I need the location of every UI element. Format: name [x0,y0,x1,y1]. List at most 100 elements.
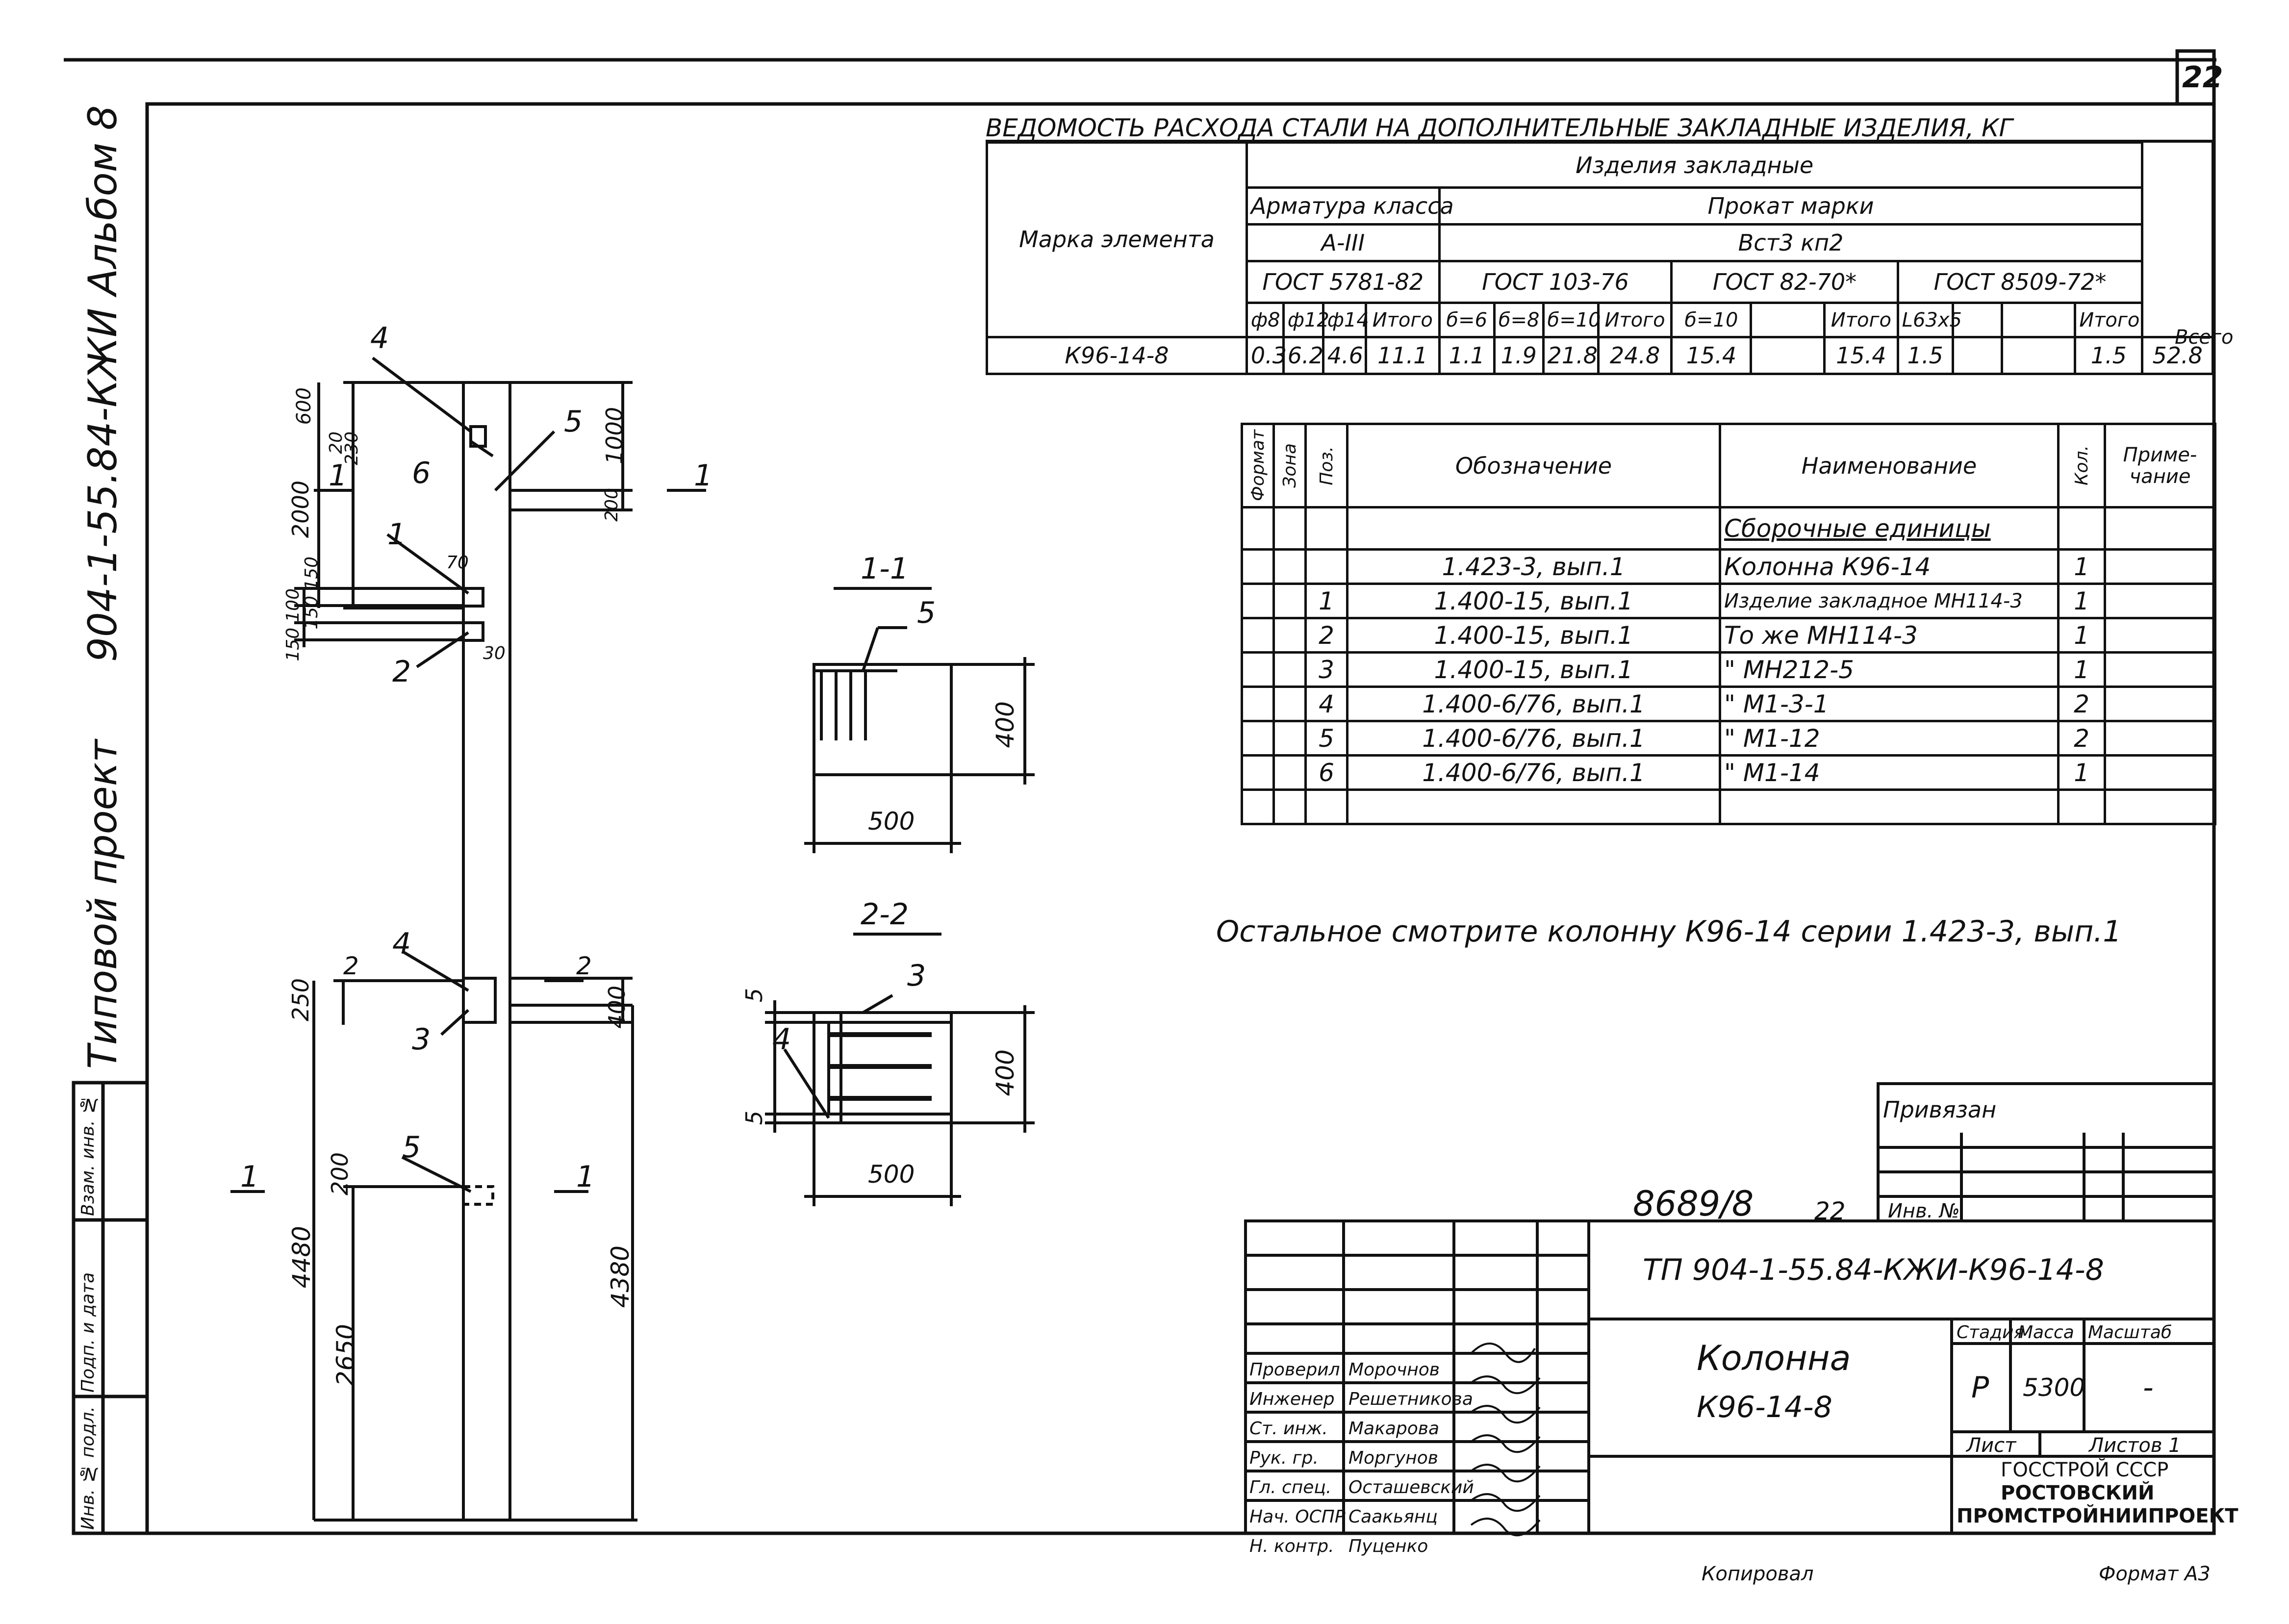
section-2-height: 400 [991,1049,1019,1096]
spec-name: " М1-3-1 [1719,685,2060,722]
spec-qty: 1 [2057,583,2106,619]
col-h: б=8 [1493,302,1545,338]
section-mark: 2 [576,952,592,980]
col-h: L63х5 [1896,302,1962,338]
dim: 150 [302,557,322,590]
spec-name: Колонна К96-14 [1719,548,2060,585]
dim: 150 [302,596,322,630]
section-1-title: 1-1 [861,552,909,586]
pos-label: 4 [392,927,411,961]
col-h [1750,302,1826,338]
pos-label: 4 [370,321,389,355]
inv-no-label: Инв. № [1888,1200,1960,1222]
side-title: Типовой проект [80,739,126,1069]
hdr-zone: Зона [1279,443,1300,488]
spec-designation: 1.400-15, вып.1 [1346,617,1721,654]
spec-designation: 1.400-15, вып.1 [1346,583,1721,619]
dim: 600 [293,387,315,425]
pos-label: 2 [392,655,411,689]
dim: 70 [446,553,469,573]
col-h: б=6 [1438,302,1496,338]
spec-table: Формат Зона Поз. Обозначение Наименовани… [1241,423,2216,825]
sheets-label: Листов 1 [2089,1434,2181,1457]
copied-label: Копировал [1702,1563,1814,1585]
spec-pos: 3 [1304,651,1348,688]
section-1-pos: 5 [917,596,936,630]
dim: 400 [604,986,630,1029]
hdr-format: Формат [1247,430,1268,502]
org-line-3: ПРОМСТРОЙНИИПРОЕКТ [1957,1505,2238,1527]
spec-name: " М1-14 [1719,754,2060,791]
role: Проверил [1249,1360,1340,1380]
dim: 4480 [287,1226,316,1289]
spec-designation: 1.400-6/76, вып.1 [1346,685,1721,722]
spec-pos [1304,548,1348,585]
dim: 150 [283,628,303,661]
org-line-1: ГОССТРОЙ СССР [2001,1459,2169,1481]
spec-pos: 2 [1304,617,1348,654]
col-h: ф14 [1322,302,1369,338]
gost-strip: ГОСТ 103-76 [1438,260,1673,304]
steel-table: Марка элемента Изделия закладные Арматур… [986,141,2214,375]
spec-designation: 1.400-6/76, вып.1 [1346,720,1721,757]
spec-pos: 5 [1304,720,1348,757]
spec-pos: 4 [1304,685,1348,722]
col-h: б=10 [1542,302,1601,338]
cell: 1.1 [1438,336,1496,375]
pos-label: 3 [412,1022,431,1057]
person: Макарова [1348,1419,1440,1439]
mass-value: 5300 [2023,1373,2086,1402]
col-h: ф12 [1282,302,1329,338]
pos-label: 5 [402,1130,421,1165]
section-mark: 1 [576,1160,595,1194]
spec-pos: 1 [1304,583,1348,619]
cell: 6.2 [1282,336,1324,375]
dim: 2000 [287,481,314,538]
spec-section: Сборочные единицы [1719,506,2060,551]
spec-qty: 1 [2057,651,2106,688]
person: Пуценко [1348,1536,1428,1556]
spec-qty: 2 [2057,720,2106,757]
pos-label: 1 [387,517,407,552]
dim: 200 [602,488,622,522]
mass-label: Масса [2018,1322,2074,1343]
spec-designation: 1.400-15, вып.1 [1346,651,1721,688]
section-2-pos-4: 4 [772,1022,791,1057]
cell: 21.8 [1542,336,1600,375]
cell: 24.8 [1597,336,1673,375]
role: Нач. ОСПР [1249,1507,1346,1527]
dim: 200 [327,1152,353,1195]
hdr-designation: Обозначение [1346,423,1721,508]
scale-label: Масштаб [2088,1322,2172,1343]
role: Н. контр. [1249,1536,1334,1556]
person: Решетникова [1348,1389,1473,1409]
row-mark: К96-14-8 [986,336,1248,375]
spec-qty: 1 [2057,548,2106,585]
hdr-qty: Кол. [2071,445,2092,486]
hdr-note: Приме-чание [2104,423,2216,508]
stamp-label-sign: Подп. и дата [78,1272,98,1393]
spec-designation: 1.400-6/76, вып.1 [1346,754,1721,791]
dim: 100 [283,588,303,622]
person: Моргунов [1348,1448,1438,1468]
product-name: Колонна [1697,1338,1851,1378]
section-mark: 2 [343,952,359,980]
sheet-label: Лист [1966,1434,2016,1457]
dim: 4380 [606,1245,635,1308]
cell-total: 52.8 [2141,336,2214,375]
note-text: Остальное смотрите колонну К96-14 серии … [1216,914,2122,949]
rebar-class: А-III [1245,223,1441,262]
cell: 15.4 [1670,336,1753,375]
col-h: Итого [1597,302,1673,338]
product-mark: К96-14-8 [1697,1390,1832,1424]
stamp-label-replace: Взам. инв. № [78,1094,98,1216]
dim: 30 [483,643,506,663]
dim: 250 [287,978,314,1021]
col-h: ф8 [1245,302,1285,338]
pos-label: 5 [564,405,583,439]
dim: 1000 [601,407,628,465]
section-mark: 1 [240,1160,259,1194]
col-h [1951,302,2003,338]
cell: 15.4 [1823,336,1899,375]
